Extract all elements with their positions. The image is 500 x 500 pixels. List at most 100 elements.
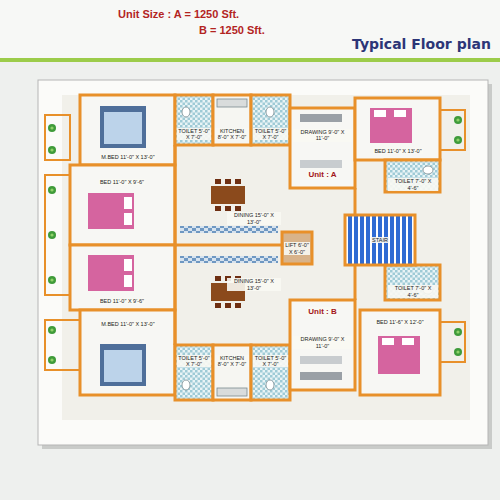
plant — [48, 356, 56, 364]
dining-table — [215, 303, 221, 308]
unit-name: Unit : A — [307, 170, 337, 179]
rooms — [70, 245, 175, 310]
beds — [88, 108, 420, 374]
dining-table — [215, 206, 221, 211]
toilet-fixtures — [423, 166, 433, 174]
room-label-box: DRAWING 9'-0" X 11'-0"Unit : A — [292, 128, 353, 180]
beds — [124, 197, 132, 209]
plant — [50, 278, 53, 281]
toilet-fixtures — [217, 99, 247, 107]
plant — [50, 188, 53, 191]
rooms — [290, 108, 355, 188]
board-shadow — [42, 84, 492, 449]
room-label: DRAWING 9'-0" X 11'-0" — [293, 336, 352, 349]
plant — [48, 326, 56, 334]
beds — [124, 213, 132, 225]
plant — [48, 231, 56, 239]
room-label-box: TOILET 5'-0" X 7'-0" — [252, 352, 289, 370]
dining-table — [225, 303, 231, 308]
beds — [88, 193, 134, 229]
dining-table — [235, 303, 241, 308]
room-label: KITCHEN 8'-0" X 7'-0" — [215, 128, 249, 141]
balconies — [45, 115, 70, 160]
plant — [50, 148, 53, 151]
corridor — [180, 226, 278, 233]
balconies — [440, 110, 465, 150]
rooms — [345, 215, 415, 265]
room-label: STAIR — [371, 237, 389, 243]
plant — [48, 186, 56, 194]
rooms — [385, 265, 440, 300]
toilet-fixtures — [182, 99, 433, 396]
room-label: TOILET 5'-0" X 7'-0" — [253, 128, 288, 141]
corridor — [175, 145, 355, 345]
room-label-box: TOILET 7'-0" X 4'-6" — [387, 283, 439, 300]
plant — [48, 124, 56, 132]
dining-table — [215, 179, 221, 184]
room-label-box: LIFT 6'-0" X 6'-0" — [283, 240, 311, 257]
beds — [124, 275, 132, 287]
plant — [454, 116, 462, 124]
room-label-box: Unit : B DRAWING 9'-0" X 11'-0" — [292, 306, 353, 350]
beds — [382, 338, 394, 345]
balconies — [45, 175, 70, 295]
room-label-box: BED 11'-0" X 9'-6" — [72, 176, 172, 188]
rooms — [251, 345, 290, 400]
room-label: TOILET 7'-0" X 4'-6" — [388, 285, 438, 298]
dining-table — [235, 206, 241, 211]
rooms — [360, 310, 440, 395]
room-label: BED 11'-0" X 13'-0" — [373, 148, 422, 154]
plant — [454, 136, 462, 144]
plant — [454, 328, 462, 336]
plant — [48, 231, 56, 239]
room-label: BED 11'-0" X 9'-6" — [99, 298, 145, 304]
room-label-box: KITCHEN 8'-0" X 7'-0" — [214, 125, 250, 143]
rooms — [282, 232, 312, 264]
plant — [50, 328, 53, 331]
corridor — [180, 256, 278, 263]
beds — [88, 255, 134, 291]
unit-name: Unit : B — [307, 307, 337, 316]
rooms — [385, 160, 440, 192]
master-beds — [100, 106, 146, 386]
beds — [374, 110, 386, 117]
beds — [394, 110, 406, 117]
plant — [48, 356, 56, 364]
plant — [50, 233, 53, 236]
corridor — [175, 244, 282, 247]
room-label: DINING 15'-0" X 13'-0" — [227, 212, 281, 225]
plant — [48, 276, 56, 284]
header-ground — [0, 0, 500, 60]
toilet-fixtures — [266, 380, 274, 390]
corridor — [174, 145, 177, 345]
room-label-box: TOILET 7'-0" X 4'-6" — [387, 176, 439, 193]
rooms — [213, 95, 251, 145]
plant — [48, 146, 56, 154]
room-label: TOILET 7'-0" X 4'-6" — [388, 178, 438, 191]
rooms — [355, 98, 440, 160]
board — [38, 80, 488, 445]
plant — [50, 358, 53, 361]
floor — [62, 95, 470, 420]
balconies — [45, 320, 80, 370]
plant — [454, 136, 462, 144]
corridor — [354, 265, 357, 300]
master-beds — [104, 350, 142, 382]
room-label: KITCHEN 8'-0" X 7'-0" — [215, 355, 249, 368]
plants — [48, 116, 462, 364]
rooms — [251, 95, 290, 145]
beds — [370, 108, 412, 143]
plant — [48, 124, 56, 132]
plant — [48, 276, 56, 284]
dining-table — [215, 276, 221, 281]
room-label-box: BED 11'-0" X 9'-6" — [72, 295, 172, 307]
unit-size-note: B = 1250 Sft. — [199, 24, 265, 36]
room-label-box: M.BED 11'-0" X 13'-0" — [82, 318, 174, 330]
room-label-box: BED 11'-0" X 13'-0" — [357, 145, 439, 157]
room-label-box: TOILET 5'-0" X 7'-0" — [176, 352, 212, 370]
plant — [48, 326, 56, 334]
unit-size-note: Unit Size : A = 1250 Sft. — [118, 8, 239, 20]
room-label-box: DINING 15'-0" X 13'-0" — [226, 276, 282, 293]
corridor — [354, 188, 357, 215]
